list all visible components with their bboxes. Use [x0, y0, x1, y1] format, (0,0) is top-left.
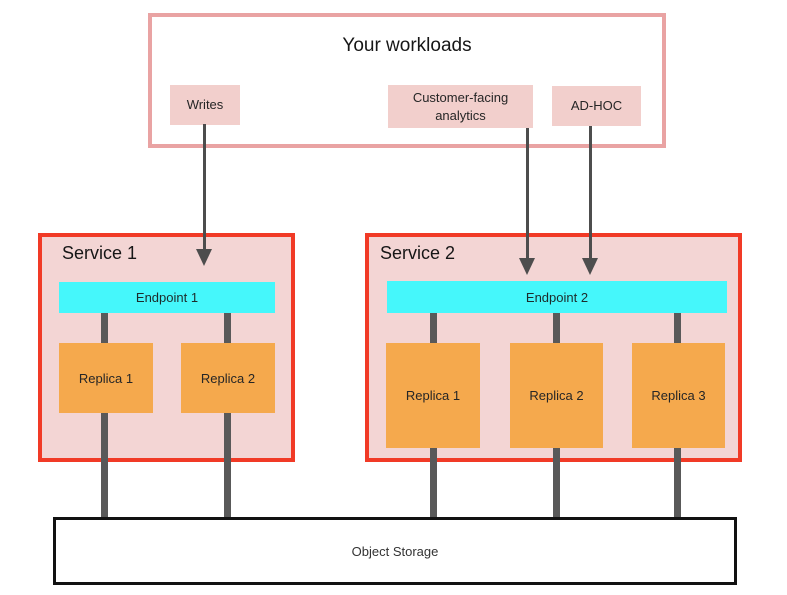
object-storage-box: Object Storage	[53, 517, 737, 585]
connector-s2-endpoint-replica2	[553, 312, 560, 344]
workloads-title: Your workloads	[342, 35, 472, 56]
service2-replica2-box: Replica 2	[510, 343, 603, 448]
connector-s2-endpoint-replica1	[430, 312, 437, 344]
service2-replica3-box: Replica 3	[632, 343, 725, 448]
service1-title: Service 1	[62, 243, 138, 263]
arrow-writes-line	[203, 124, 206, 250]
service2-replica1-box: Replica 1	[386, 343, 480, 448]
connector-s2-replica1-storage	[430, 448, 437, 519]
connector-s1-replica2-storage	[224, 413, 231, 519]
connector-s2-replica2-storage	[553, 448, 560, 519]
arrow-writes-head	[196, 249, 212, 266]
service1-replica1-box: Replica 1	[59, 343, 153, 413]
arrow-analytics-line	[526, 128, 529, 259]
service2-title: Service 2	[380, 243, 456, 263]
workload-analytics-box: Customer-facing analytics	[388, 85, 533, 128]
arrow-analytics-head	[519, 258, 535, 275]
connector-s1-endpoint-replica1	[101, 312, 108, 344]
connector-s1-replica1-storage	[101, 413, 108, 519]
connector-s2-endpoint-replica3	[674, 312, 681, 344]
arrow-adhoc-line	[589, 126, 592, 259]
connector-s1-endpoint-replica2	[224, 312, 231, 344]
service1-replica2-box: Replica 2	[181, 343, 275, 413]
service2-endpoint-bar: Endpoint 2	[387, 281, 727, 313]
workload-adhoc-box: AD-HOC	[552, 86, 641, 126]
connector-s2-replica3-storage	[674, 448, 681, 519]
service1-endpoint-bar: Endpoint 1	[59, 282, 275, 313]
arrow-adhoc-head	[582, 258, 598, 275]
workload-writes-box: Writes	[170, 85, 240, 125]
